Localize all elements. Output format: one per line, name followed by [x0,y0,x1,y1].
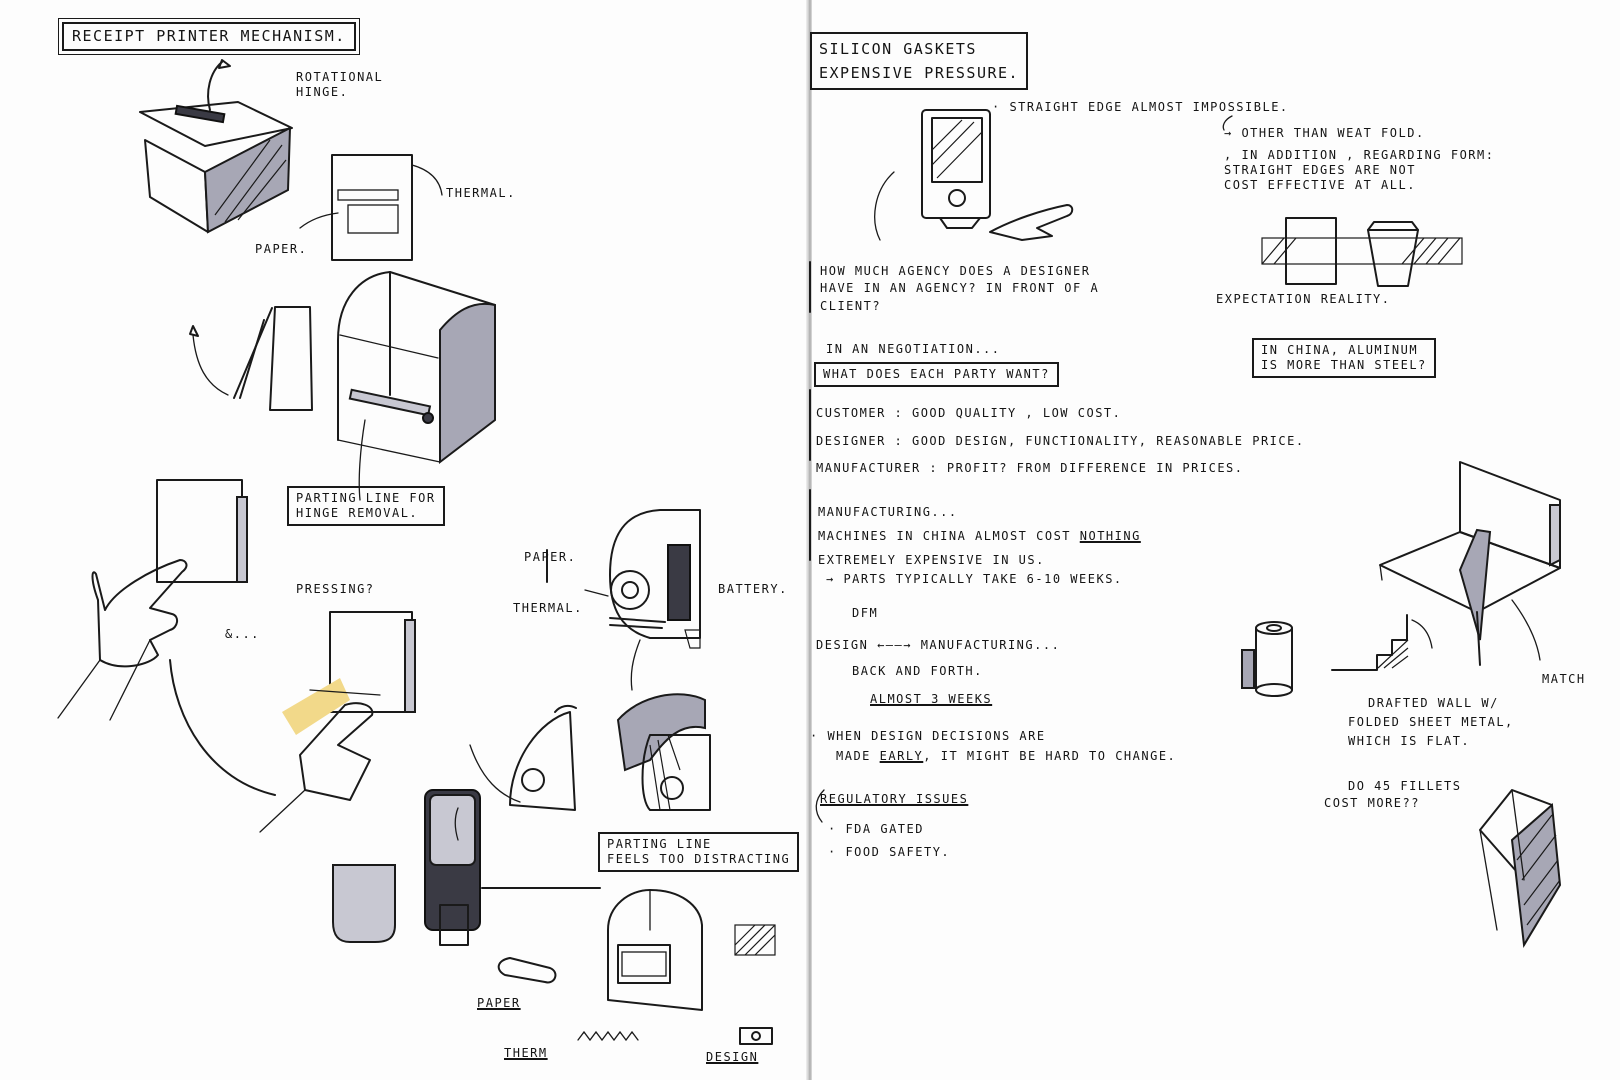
curved-housing-sketch [469,693,711,811]
party-designer: DESIGNER : GOOD DESIGN, FUNCTIONALITY, R… [816,433,1305,448]
negotiation-note: IN AN NEGOTIATION... [826,342,1001,356]
manufacturing-notes: MANUFACTURING... MACHINES IN CHINA ALMOS… [818,500,1141,572]
match-label: MATCH [1542,672,1586,686]
when-design-line-2: MADE EARLY, IT MIGHT BE HARD TO CHANGE. [810,746,1176,766]
in-addition-note: , IN ADDITION , REGARDING FORM: STRAIGHT… [1224,148,1494,193]
straight-edge-note: · STRAIGHT EDGE ALMOST IMPOSSIBLE. [992,100,1289,114]
parting-line-hinge-box: PARTING LINE FOR HINGE REMOVAL. [287,486,445,526]
early-emphasis: EARLY [879,749,924,764]
page-title-right: SILICON GASKETS EXPENSIVE PRESSURE. [810,32,1029,90]
ellipsis-label: &... [225,627,260,641]
dome-housing-sketch [337,271,496,501]
pressing-label: PRESSING? [296,582,375,596]
when-design-note: · WHEN DESIGN DECISIONS ARE MADE EARLY, … [810,726,1176,767]
right-page: SILICON GASKETS EXPENSIVE PRESSURE. · ST… [809,0,1620,1080]
party-customer: CUSTOMER : GOOD QUALITY , LOW COST. [816,406,1122,420]
hand-pressing-screen-sketch [57,479,276,796]
left-page: RECEIPT PRINTER MECHANISM. ROTATIONAL HI… [0,0,808,1080]
expectation-reality-sketch [1261,217,1463,287]
rotational-hinge-line-1: ROTATIONAL [296,70,384,84]
parting-line-hinge-line-1: PARTING LINE FOR [296,491,436,505]
china-aluminum-line-1: IN CHINA, ALUMINUM [1261,343,1419,357]
reg-fda: · FDA GATED [828,822,924,836]
regulatory-list: · FDA GATED · FOOD SAFETY. [828,818,950,864]
design-label: DESIGN [706,1050,759,1064]
page-title-left: RECEIPT PRINTER MECHANISM. [58,18,360,55]
right-page-sketches [809,109,1562,949]
manufacturing-heading: MANUFACTURING... [818,505,958,519]
agency-line-3: CLIENT? [820,298,882,313]
agency-line-1: HOW MUCH AGENCY DOES A DESIGNER [820,264,1091,278]
parties-list: CUSTOMER : GOOD QUALITY , LOW COST. DESI… [816,400,1305,483]
drafted-wall-line-3: WHICH IS FLAT. [1348,734,1471,749]
agency-line-2: HAVE IN AN AGENCY? IN FRONT OF A [820,281,1100,296]
paper-tray-sketch [259,611,416,833]
left-page-sketches [57,59,776,1045]
roll-profile-sketch [546,509,701,691]
drafted-wall-sketch [1379,461,1561,666]
when-design-line-1: · WHEN DESIGN DECISIONS ARE [810,729,1046,743]
rotational-hinge-line-2: HINGE. [296,85,349,99]
design-manufacturing-note: DESIGN ←——→ MANUFACTURING... [816,638,1061,652]
reg-food-safety: · FOOD SAFETY. [828,844,951,859]
parts-take-note: → PARTS TYPICALLY TAKE 6-10 WEEKS. [826,572,1123,586]
hard-to-change-text: , IT MIGHT BE HARD TO CHANGE. [923,749,1177,764]
paper-label-3: PAPER [477,996,521,1010]
machines-china-line: MACHINES IN CHINA ALMOST COST NOTHING [818,524,1141,548]
china-aluminum-box: IN CHINA, ALUMINUM IS MORE THAN STEEL? [1252,338,1436,378]
paper-label-2: PAPER. [524,550,577,564]
paper-label-1: PAPER. [255,242,308,256]
handheld-device-sketch [874,109,1074,241]
made-text: MADE [836,749,871,764]
cylinder-sketch [1241,621,1293,697]
dfm-label: DFM [852,606,879,620]
battery-label: BATTERY. [718,582,788,596]
drafted-wall-line-1: DRAFTED WALL W/ [1368,696,1499,710]
party-manufacturer: MANUFACTURER : PROFIT? FROM DIFFERENCE I… [816,461,1244,476]
dark-case-sketch [332,789,601,946]
front-cutaway-sketch [299,154,443,261]
therm-label: THERM [504,1046,548,1060]
three-weeks-note: ALMOST 3 WEEKS [870,692,993,706]
parting-line-distracting-line-1: PARTING LINE [607,837,712,851]
expensive-us-line: EXTREMELY EXPENSIVE IN US. [818,553,1045,567]
arched-printer-sketch [497,889,776,1045]
drafted-wall-note: DRAFTED WALL W/ FOLDED SHEET METAL, WHIC… [1348,694,1514,752]
other-than-note: → OTHER THAN WEAT FOLD. [1224,126,1425,140]
parting-line-hinge-line-2: HINGE REMOVAL. [296,506,419,520]
expectation-reality-label: EXPECTATION REALITY. [1216,292,1391,306]
parting-line-distracting-line-2: FEELS TOO DISTRACTING [607,852,791,866]
in-addition-line-1: , IN ADDITION , REGARDING FORM: [1224,148,1495,162]
box-with-lid-sketch [139,59,293,234]
china-aluminum-line-2: IS MORE THAN STEEL? [1261,358,1427,372]
machines-china-text: MACHINES IN CHINA ALMOST COST [818,529,1072,543]
fillets-question: DO 45 FILLETS COST MORE?? [1324,778,1461,813]
fillet-corner-sketch [1479,789,1562,949]
rotational-hinge-label: ROTATIONAL HINGE. [296,70,383,100]
agency-question-note: HOW MUCH AGENCY DOES A DESIGNER HAVE IN … [820,263,1099,315]
regulatory-heading: REGULATORY ISSUES [820,792,969,806]
drafted-wall-line-2: FOLDED SHEET METAL, [1348,715,1514,730]
back-forth-note: BACK AND FORTH. [852,664,983,678]
step-profile-sketch [1331,614,1433,671]
parting-line-distracting-box: PARTING LINE FEELS TOO DISTRACTING [598,832,800,872]
thermal-label-1: THERMAL. [446,186,516,200]
thermal-label-2: THERMAL. [513,601,583,615]
silicon-gaskets-title: SILICON GASKETS [819,40,977,58]
side-panel-sketch [189,306,313,411]
each-party-box: WHAT DOES EACH PARTY WANT? [814,362,1059,387]
expensive-pressure-subtitle: EXPENSIVE PRESSURE. [819,64,1020,82]
nothing-emphasis: NOTHING [1079,529,1141,543]
fillets-line-1: DO 45 FILLETS [1348,779,1462,793]
in-addition-line-2: STRAIGHT EDGES ARE NOT [1224,163,1416,177]
fillets-line-2: COST MORE?? [1324,796,1420,811]
in-addition-line-3: COST EFFECTIVE AT ALL. [1224,178,1416,192]
